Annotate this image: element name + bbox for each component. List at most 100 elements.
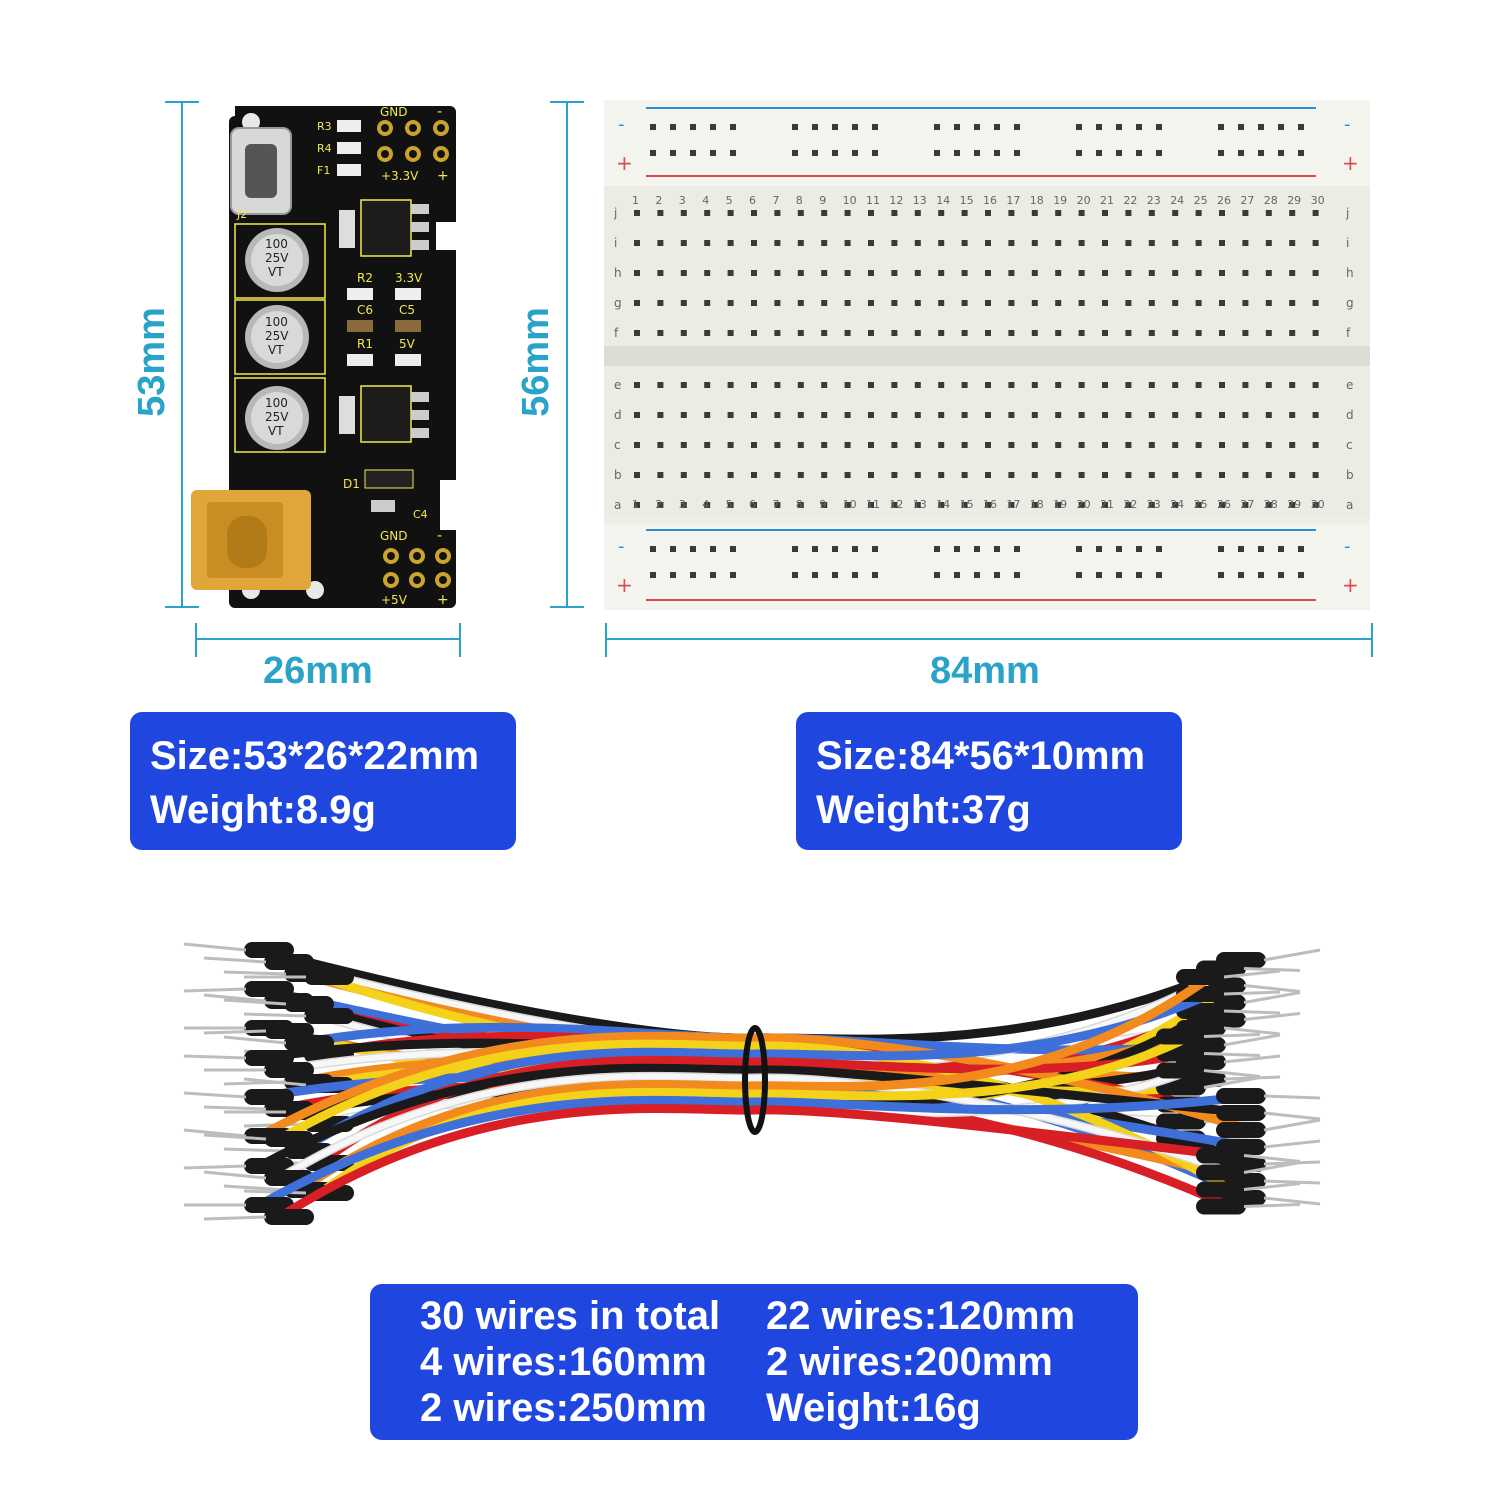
wire-pin bbox=[183, 1054, 247, 1060]
wire-pin bbox=[1243, 967, 1301, 972]
rail-hole bbox=[1238, 150, 1244, 156]
terminal-hole bbox=[727, 270, 734, 276]
wire-pin bbox=[243, 1012, 307, 1018]
terminal-hole bbox=[797, 330, 804, 336]
terminal-hole bbox=[704, 472, 711, 478]
column-number: 1 bbox=[632, 498, 639, 511]
wire-pin bbox=[203, 956, 267, 964]
breadboard-width-dim-line bbox=[606, 638, 1372, 640]
terminal-hole bbox=[891, 502, 898, 508]
wire-connector bbox=[264, 1209, 314, 1225]
terminal-hole bbox=[751, 240, 757, 246]
terminal-hole bbox=[751, 382, 757, 388]
rail-hole bbox=[1218, 150, 1224, 156]
rail-hole bbox=[1116, 124, 1122, 130]
rail-hole bbox=[710, 572, 716, 578]
terminal-hole bbox=[751, 472, 757, 478]
column-number: 19 bbox=[1053, 194, 1067, 207]
column-number: 10 bbox=[843, 498, 857, 511]
terminal-hole bbox=[797, 382, 804, 388]
terminal-hole bbox=[1289, 300, 1296, 306]
rail-hole bbox=[812, 572, 818, 578]
terminal-hole bbox=[914, 472, 921, 478]
rail-hole bbox=[1258, 546, 1264, 552]
wire-pin bbox=[1263, 1094, 1321, 1100]
silk-plus-top: + bbox=[437, 168, 449, 184]
rail-hole bbox=[1076, 150, 1082, 156]
rail-hole bbox=[650, 572, 656, 578]
terminal-hole bbox=[868, 330, 874, 336]
rail-hole bbox=[812, 546, 818, 552]
terminal-hole bbox=[1289, 472, 1296, 478]
terminal-hole bbox=[938, 240, 945, 246]
wire-connector bbox=[1156, 1113, 1206, 1130]
terminal-hole bbox=[1102, 412, 1108, 418]
wire-connector bbox=[1156, 1028, 1206, 1045]
terminal-hole bbox=[704, 240, 711, 246]
rail-hole bbox=[690, 150, 696, 156]
terminal-hole bbox=[634, 412, 640, 418]
terminal-hole bbox=[1055, 442, 1062, 448]
column-number: 6 bbox=[749, 194, 756, 207]
terminal-hole bbox=[774, 382, 781, 388]
terminal-hole bbox=[751, 442, 757, 448]
rail-hole bbox=[974, 572, 980, 578]
wire-pin bbox=[183, 1128, 247, 1138]
terminal-hole bbox=[774, 472, 781, 478]
rail-hole bbox=[650, 150, 656, 156]
rail-hole bbox=[1076, 124, 1082, 130]
jumper-wires-image bbox=[183, 942, 1321, 1225]
terminal-hole bbox=[1148, 270, 1155, 276]
row-letter: a bbox=[1346, 498, 1353, 512]
wire-pin bbox=[1243, 984, 1301, 993]
row-letter: j bbox=[613, 206, 617, 220]
terminal-hole bbox=[1148, 412, 1155, 418]
terminal-hole bbox=[680, 412, 687, 418]
rail-hole bbox=[690, 572, 696, 578]
wire-connector bbox=[1156, 1062, 1206, 1079]
terminal-hole bbox=[1055, 412, 1062, 418]
wire-pin bbox=[1263, 1111, 1321, 1121]
wire-pin bbox=[203, 993, 267, 1003]
terminal-hole bbox=[938, 502, 945, 508]
terminal-hole bbox=[727, 210, 734, 216]
terminal-hole bbox=[751, 210, 757, 216]
rail-hole bbox=[670, 150, 676, 156]
terminal-hole bbox=[1289, 270, 1296, 276]
terminal-hole bbox=[961, 382, 968, 388]
terminal-hole bbox=[961, 270, 968, 276]
terminal-hole bbox=[938, 270, 945, 276]
wire-pin bbox=[1243, 1182, 1301, 1191]
terminal-hole bbox=[961, 502, 968, 508]
rail-hole bbox=[974, 150, 980, 156]
silk-minus-bottom: - bbox=[437, 528, 442, 544]
terminal-hole bbox=[1031, 240, 1038, 246]
rail-hole bbox=[710, 546, 716, 552]
rail-hole bbox=[1014, 572, 1020, 578]
column-number: 14 bbox=[936, 194, 950, 207]
terminal-hole bbox=[1312, 330, 1319, 336]
terminal-hole bbox=[938, 412, 945, 418]
terminal-hole bbox=[1102, 442, 1108, 448]
rail-hole bbox=[1298, 124, 1304, 130]
column-number: 12 bbox=[889, 194, 903, 207]
terminal-hole bbox=[1195, 240, 1202, 246]
rail-hole bbox=[934, 572, 940, 578]
rail-hole bbox=[1278, 150, 1284, 156]
terminal-hole bbox=[1148, 330, 1155, 336]
terminal-hole bbox=[914, 210, 921, 216]
terminal-hole bbox=[1289, 502, 1296, 508]
terminal-hole bbox=[1148, 502, 1155, 508]
terminal-hole bbox=[1312, 472, 1319, 478]
terminal-hole bbox=[868, 240, 874, 246]
terminal-hole bbox=[821, 382, 828, 388]
terminal-hole bbox=[1219, 240, 1225, 246]
wire-connector bbox=[1196, 1164, 1246, 1181]
terminal-hole bbox=[1172, 442, 1179, 448]
terminal-hole bbox=[1078, 412, 1085, 418]
breadboard-weight: Weight:37g bbox=[816, 788, 1031, 832]
terminal-hole bbox=[1242, 382, 1249, 388]
rail-hole bbox=[974, 546, 980, 552]
